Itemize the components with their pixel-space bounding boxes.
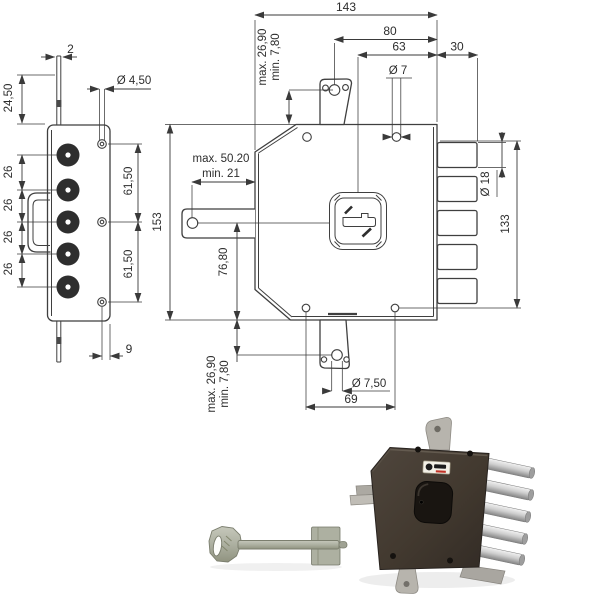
dim-label-body-height: 153 [152, 212, 164, 231]
dim-label-top-tab-min: min. 7,80 [270, 33, 282, 80]
dim-label-tab-hole-diameter: Ø 7,50 [352, 378, 387, 390]
dim-label-bottom-tab-max: max. 26,90 [206, 356, 218, 413]
key-shaft [237, 540, 340, 550]
dim-label-top-tab-max: max. 26,90 [257, 29, 269, 86]
dim-label-bolt-span: 133 [500, 214, 512, 233]
dim-label-bolt-spacing-1: 26 [3, 166, 15, 179]
dim-label-bottom-hole-span: 69 [344, 392, 358, 406]
dim-label-mount-hole-diameter: Ø 7 [389, 65, 408, 77]
side-view-dimension-labels: 2 24,50 Ø 4,50 26 26 26 26 61,50 61,50 9 [3, 42, 151, 356]
latch-outline [27, 192, 51, 253]
bottom-fixing-tab [319, 319, 350, 370]
dim-label-backset-min: min. 21 [202, 168, 240, 180]
side-view-drawing: 2 24,50 Ø 4,50 26 26 26 26 61,50 61,50 9 [3, 42, 151, 363]
bottom-right-flange-photo [459, 564, 506, 585]
dim-label-screw-spacing-1: 61,50 [123, 167, 135, 196]
dim-label-tab-hole-to-edge: 80 [383, 24, 397, 38]
cylinder-cap-photo [413, 481, 454, 525]
brand-logo-accent [435, 470, 446, 473]
dim-label-body-width: 143 [336, 0, 356, 14]
deadbolt-ends [56, 143, 80, 299]
dim-label-rod-length: 24,50 [3, 84, 15, 113]
front-view-dimension-lines [166, 11, 521, 411]
dim-label-bar-to-bottom: 76,80 [218, 248, 230, 277]
dim-label-bottom-tab-min: min. 7,80 [219, 360, 231, 407]
dim-label-screw-diameter: Ø 4,50 [117, 75, 152, 87]
deadbolts-front [436, 141, 478, 305]
lock-body-outline [254, 123, 438, 321]
faceplate-screw-holes [97, 139, 107, 307]
dim-label-edge-offset: 9 [126, 342, 133, 356]
top-bracket-photo [425, 417, 452, 451]
dim-label-bolt-diameter: Ø 18 [480, 172, 492, 197]
dim-label-screw-spacing-2: 61,50 [123, 250, 135, 279]
dim-label-bolt-spacing-4: 26 [3, 263, 15, 276]
dim-label-bolt-spacing-2: 26 [3, 199, 15, 212]
key-photo [208, 526, 348, 571]
dim-label-backset-max: max. 50.20 [193, 153, 250, 165]
front-view-dimension-labels: 143 80 63 30 Ø 7 max. 26,90 min. 7,80 ma… [152, 0, 512, 412]
side-view-dimension-lines [17, 53, 151, 360]
brand-logo-mark [425, 463, 433, 471]
dim-label-bolt-throw: 30 [450, 40, 464, 54]
top-rod [56, 55, 62, 125]
dim-label-keyhole-to-edge: 63 [392, 40, 406, 54]
dim-label-rod-width: 2 [67, 42, 74, 56]
key-bow-hole [212, 535, 223, 557]
key-tip [338, 541, 348, 549]
dim-label-bolt-spacing-3: 26 [3, 231, 15, 244]
brand-label [422, 460, 451, 475]
bottom-rod [56, 321, 62, 363]
product-photo [208, 417, 535, 594]
top-fixing-tab [319, 78, 353, 126]
front-view-drawing: 143 80 63 30 Ø 7 max. 26,90 min. 7,80 ma… [152, 0, 521, 412]
